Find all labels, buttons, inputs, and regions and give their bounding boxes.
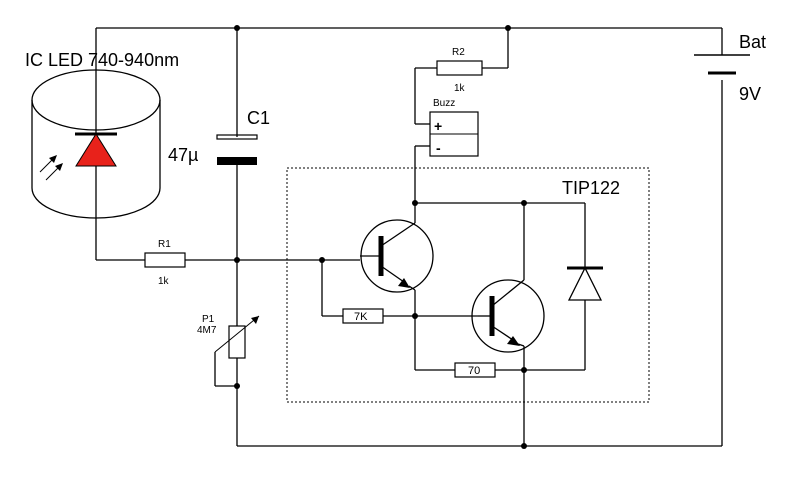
tip122-label: TIP122 — [562, 178, 620, 198]
transistor-q1 — [360, 219, 434, 293]
c1-name: C1 — [247, 108, 270, 128]
p1-value: 4M7 — [197, 325, 217, 336]
diode — [567, 266, 603, 301]
r1-value: 1k — [158, 276, 170, 287]
r2-name: R2 — [452, 47, 465, 58]
potentiometer-p1: P1 4M7 — [197, 314, 260, 359]
junction-dots — [234, 25, 527, 449]
r2-value: 1k — [454, 83, 466, 94]
buzzer-minus: - — [436, 140, 441, 156]
resistor-70: 70 — [454, 362, 496, 378]
r1-name: R1 — [158, 239, 171, 250]
resistor-7k: 7K — [342, 308, 384, 324]
buzzer: Buzz + - — [429, 98, 479, 157]
transistor-q2 — [471, 279, 545, 353]
buzzer-label: Buzz — [433, 98, 455, 109]
led-housing-bottom — [31, 187, 161, 219]
p1-name: P1 — [202, 314, 215, 325]
r70-label: 70 — [468, 365, 480, 377]
resistor-r1: R1 1k — [144, 239, 186, 287]
battery-value: 9V — [739, 84, 761, 104]
ir-led: IC LED 740-940nm — [25, 50, 179, 219]
battery: Bat 9V — [694, 32, 766, 104]
led-triangle — [75, 133, 117, 167]
capacitor-c1: C1 47µ — [168, 108, 270, 165]
tip122-package: TIP122 7K 70 — [286, 167, 650, 403]
resistor-r2: R2 1k — [436, 47, 483, 94]
wires — [95, 27, 723, 447]
r7k-label: 7K — [354, 311, 368, 323]
battery-name: Bat — [739, 32, 766, 52]
c1-value: 47µ — [168, 145, 198, 165]
buzzer-plus: + — [434, 118, 442, 134]
ir-led-label: IC LED 740-940nm — [25, 50, 179, 70]
